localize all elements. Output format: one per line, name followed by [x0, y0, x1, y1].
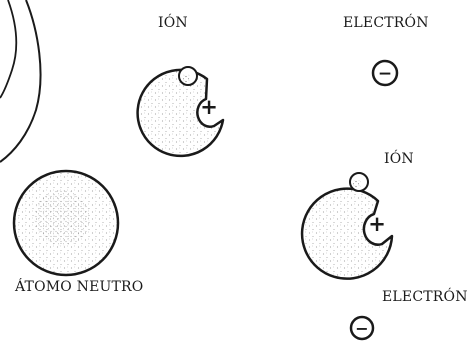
- electron-label: ELECTRÓN: [343, 15, 429, 31]
- neutral-atom-label: ÁTOMO NEUTRO: [15, 279, 144, 295]
- cropped-atom-shell: [0, 0, 42, 163]
- electron-top: −: [371, 59, 399, 87]
- ion-label: IÓN: [158, 15, 188, 31]
- negative-charge-icon: −: [378, 64, 392, 84]
- negative-charge-icon: −: [355, 319, 368, 338]
- positive-charge-icon: +: [368, 212, 386, 236]
- neutral-atom: [12, 169, 120, 277]
- positive-charge-icon: +: [200, 95, 218, 119]
- electron-label: ELECTRÓN: [382, 289, 468, 305]
- electron-bottom: −: [349, 315, 375, 341]
- ion-bottom: +: [300, 172, 394, 280]
- ion-label: IÓN: [384, 151, 414, 167]
- ion-top: +: [136, 66, 225, 158]
